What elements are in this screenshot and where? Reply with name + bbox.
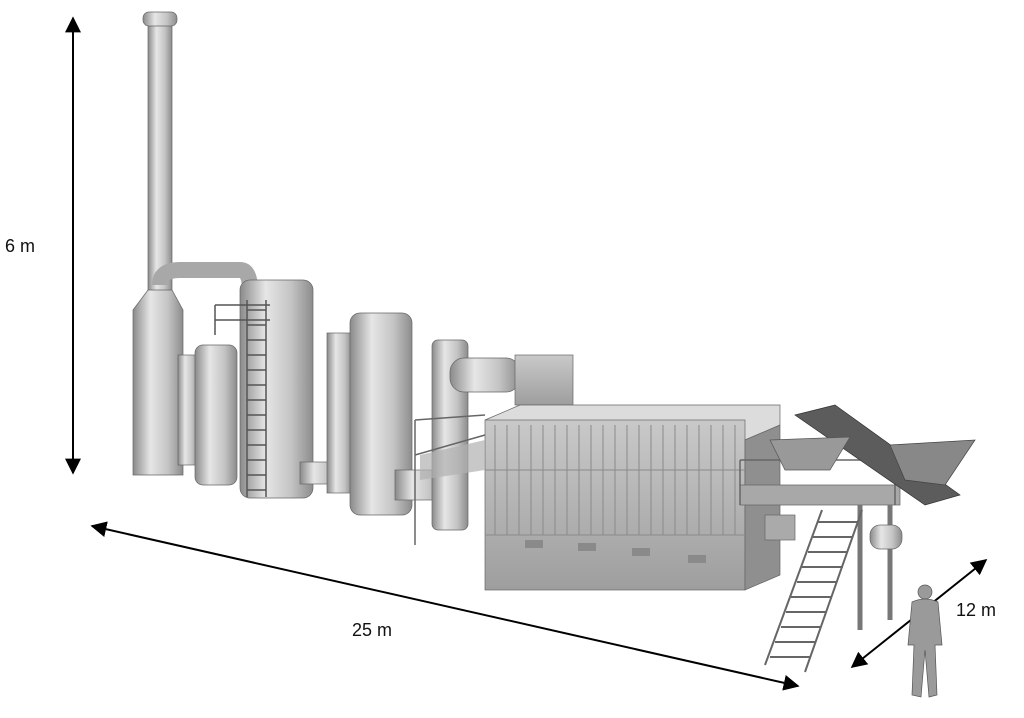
ladder <box>214 300 270 497</box>
chimney-stack <box>132 11 258 476</box>
width-label: 12 m <box>956 600 997 620</box>
height-label: 6 m <box>5 236 36 256</box>
main-reactor-container <box>414 404 781 591</box>
conveyor-hopper <box>769 404 976 550</box>
access-stairs <box>764 509 863 673</box>
scrubber-tanks <box>177 279 574 531</box>
feed-platform <box>739 459 901 630</box>
person-scale-figure <box>907 584 943 698</box>
length-arrow <box>90 521 800 691</box>
length-label: 25 m <box>352 620 393 640</box>
